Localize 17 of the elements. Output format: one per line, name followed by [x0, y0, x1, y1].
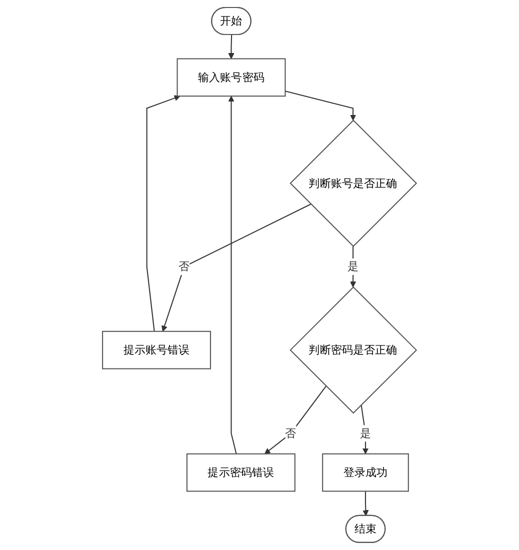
- arrow: [146, 95, 180, 332]
- arrow: [362, 491, 369, 516]
- arrow: [285, 90, 356, 121]
- edge-label: 是: [348, 260, 359, 273]
- arrow: [264, 386, 327, 454]
- node-diamond: 判断账号是否正确: [290, 120, 418, 248]
- node-diamond: 判断密码是否正确: [290, 286, 418, 414]
- arrow: [162, 204, 312, 332]
- edge-label: 否: [178, 260, 190, 273]
- arrow: [228, 34, 234, 60]
- edge-label: 是: [360, 426, 372, 440]
- node-box: 提示账号错误: [102, 330, 212, 370]
- node-box: 提示密码错误: [186, 453, 296, 492]
- node-box: 输入账号密码: [176, 58, 286, 97]
- node-box: 登录成功: [322, 453, 409, 492]
- edge-label: 否: [285, 426, 296, 440]
- arrow: [228, 96, 237, 454]
